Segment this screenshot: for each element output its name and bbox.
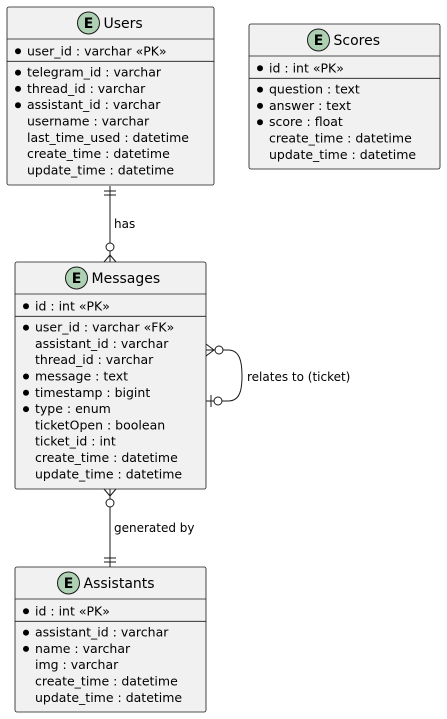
relation-messages-assistants: generated by xyxy=(103,488,195,567)
attribute: user_id : varchar «FK» xyxy=(35,320,174,335)
attribute: telegram_id : varchar xyxy=(27,65,162,80)
attribute-bullet xyxy=(15,85,21,92)
primary-key-attribute: user_id : varchar «PK» xyxy=(27,43,167,58)
attribute: last_time_used : datetime xyxy=(27,130,189,145)
primary-key-attribute: id : int «PK» xyxy=(35,298,110,313)
attribute: assistant_id : varchar xyxy=(35,336,169,351)
attribute: thread_id : varchar xyxy=(35,352,154,367)
relation-label-generated-by: generated by xyxy=(114,521,195,535)
attribute-bullet xyxy=(23,629,29,636)
entity-scores: Scores Eid : int «PK» question : textanswe… xyxy=(248,23,441,170)
entity-icon xyxy=(307,28,330,52)
entity-icon xyxy=(77,11,100,35)
attribute-bullet xyxy=(15,69,21,76)
attribute: img : varchar xyxy=(35,657,119,672)
attribute-bullet xyxy=(23,608,29,615)
entity-title: Messages xyxy=(92,271,161,287)
entity-title: Assistants xyxy=(84,576,155,592)
attribute: create_time : datetime xyxy=(35,450,178,465)
attribute: type : enum xyxy=(35,401,111,416)
attribute: create_time : datetime xyxy=(27,146,170,161)
entity-icon-letter: E xyxy=(84,16,94,32)
entity-icon-letter: E xyxy=(72,271,82,287)
relation-label-relates-to-ticket: relates to (ticket) xyxy=(247,370,350,384)
attribute: update_time : datetime xyxy=(35,466,182,481)
attribute: create_time : datetime xyxy=(35,674,178,689)
attribute: name : varchar xyxy=(35,641,131,656)
attribute: question : text xyxy=(269,82,360,97)
entity-messages: Messages Eid : int «PK» user_id : varchar … xyxy=(14,261,207,490)
attribute-bullet xyxy=(23,373,29,380)
attribute: ticketOpen : boolean xyxy=(35,417,165,432)
relation-messages-self: relates to (ticket) xyxy=(205,343,350,407)
relation-users-messages: has xyxy=(103,186,135,263)
attribute: update_time : datetime xyxy=(27,162,174,177)
attribute: thread_id : varchar xyxy=(27,81,146,96)
attribute: ticket_id : int xyxy=(35,434,116,449)
attribute-bullet xyxy=(15,102,21,109)
attribute: message : text xyxy=(35,369,128,384)
entity-title: Scores xyxy=(334,33,381,49)
attribute: timestamp : bigint xyxy=(35,385,150,400)
entity-title: Users xyxy=(104,16,143,32)
attribute: update_time : datetime xyxy=(269,147,416,162)
attribute: create_time : datetime xyxy=(269,131,412,146)
attribute: score : float xyxy=(269,114,343,129)
attribute-bullet xyxy=(257,119,263,126)
attribute: update_time : datetime xyxy=(35,690,182,705)
entity-icon-letter: E xyxy=(64,576,74,592)
entity-box xyxy=(14,261,207,490)
attribute-bullet xyxy=(15,48,21,55)
attribute-bullet xyxy=(23,389,29,396)
entity-box xyxy=(248,23,441,170)
attribute: assistant_id : varchar xyxy=(35,625,169,640)
entity-icon xyxy=(65,266,88,290)
entity-icon-letter: E xyxy=(314,33,324,49)
entity-icon xyxy=(57,571,80,595)
attribute-bullet xyxy=(23,406,29,413)
primary-key-attribute: id : int «PK» xyxy=(35,603,110,618)
attribute: username : varchar xyxy=(27,114,150,129)
primary-key-attribute: id : int «PK» xyxy=(269,60,344,75)
attribute-bullet xyxy=(23,324,29,331)
attribute-bullet xyxy=(23,303,29,310)
attribute: assistant_id : varchar xyxy=(27,97,161,112)
attribute-bullet xyxy=(23,645,29,652)
entity-box xyxy=(14,566,207,713)
attribute-bullet xyxy=(257,86,263,93)
attribute: answer : text xyxy=(269,98,351,113)
relation-label-has: has xyxy=(114,217,135,231)
entity-box xyxy=(6,6,215,186)
entity-assistants: Assistants Eid : int «PK» assistant_id : v… xyxy=(14,566,207,713)
relations-layer: has relates to (ticket) generated by xyxy=(103,186,350,567)
attribute-bullet xyxy=(257,102,263,109)
attribute-bullet xyxy=(257,65,263,72)
